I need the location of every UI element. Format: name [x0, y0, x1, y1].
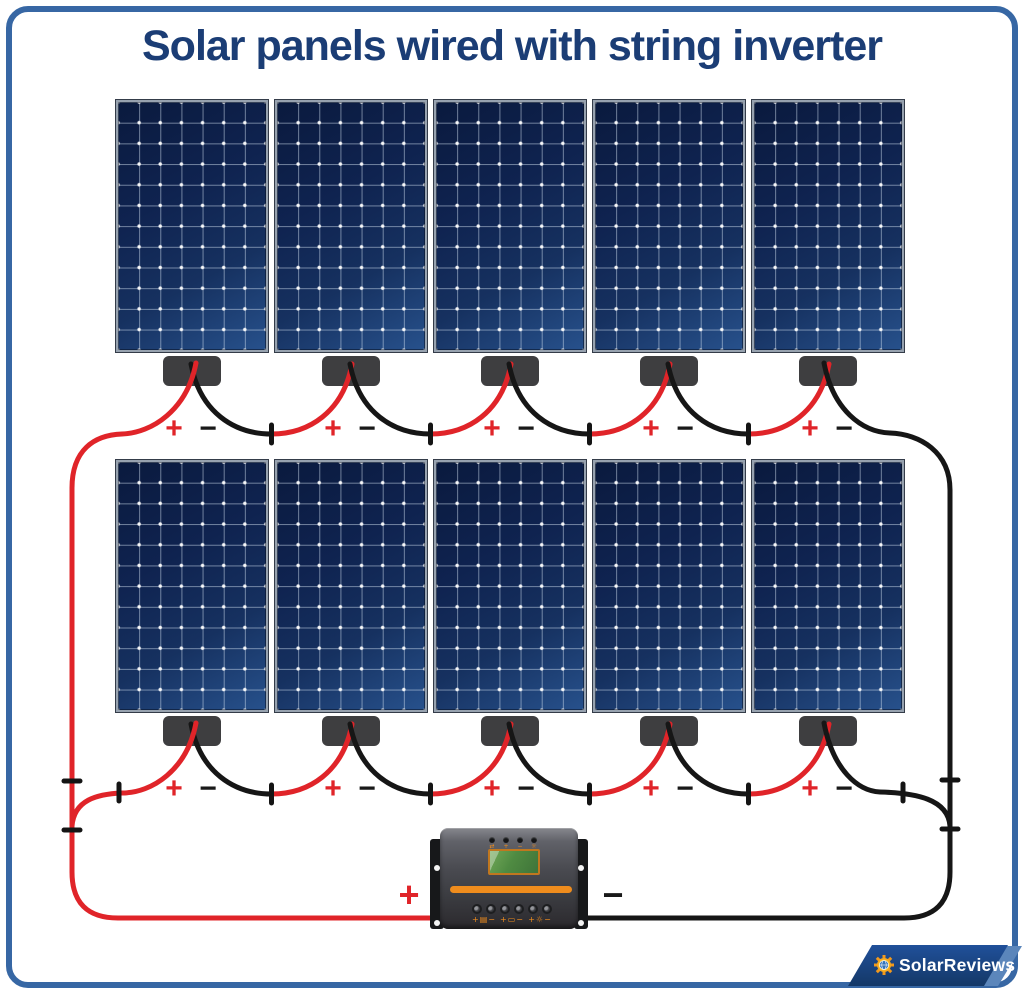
screw-hole	[578, 865, 584, 871]
positive-wire	[69, 720, 199, 829]
solar-panel	[275, 100, 427, 352]
lcd-screen	[488, 849, 540, 875]
polarity-minus-label: −	[199, 772, 217, 805]
polarity-minus-label: −	[358, 772, 376, 805]
positive-wire	[587, 721, 673, 797]
string-inverter: ⇄ + − ☼ +▤− +▭− +☼−	[428, 826, 590, 932]
screw-hole	[578, 920, 584, 926]
positive-wire	[269, 721, 355, 797]
inverter-negative-label: −	[602, 874, 624, 915]
status-led	[531, 837, 537, 843]
polarity-minus-label: −	[676, 772, 694, 805]
polarity-plus-label: +	[801, 772, 819, 805]
solar-panel	[116, 100, 268, 352]
plus-icon: +	[503, 843, 509, 850]
status-led	[517, 837, 523, 843]
negative-wire	[188, 361, 274, 437]
polarity-plus-label: +	[483, 412, 501, 445]
arrows-icon: ⇄	[489, 843, 495, 850]
inverter-positive-label: +	[398, 874, 420, 915]
solar-panel	[275, 460, 427, 712]
logo-banner	[848, 945, 1008, 986]
polarity-plus-label: +	[165, 772, 183, 805]
polarity-plus-label: +	[324, 412, 342, 445]
terminal-screw	[514, 904, 524, 914]
polarity-plus-label: +	[642, 412, 660, 445]
positive-wire	[587, 361, 673, 437]
screw-hole	[434, 920, 440, 926]
negative-bus-wire	[584, 360, 953, 921]
battery-terminal-icon: +▭−	[500, 915, 524, 924]
bulb-icon: ☼	[531, 843, 537, 850]
polarity-plus-label: +	[642, 772, 660, 805]
positive-wire	[746, 361, 832, 437]
solar-panel	[434, 460, 586, 712]
positive-wire	[746, 721, 832, 797]
terminal-screw	[500, 904, 510, 914]
terminal-screw	[472, 904, 482, 914]
terminal-screw	[542, 904, 552, 914]
polarity-plus-label: +	[324, 772, 342, 805]
positive-wire	[428, 361, 514, 437]
solar-panel	[434, 100, 586, 352]
negative-wire	[506, 721, 592, 797]
solar-panel	[752, 460, 904, 712]
polarity-plus-label: +	[165, 412, 183, 445]
solarreviews-logo: SolarReviews	[848, 945, 1022, 986]
polarity-minus-label: −	[517, 772, 535, 805]
screw-hole	[434, 865, 440, 871]
solar-panel	[593, 460, 745, 712]
negative-wire	[665, 721, 751, 797]
status-led	[503, 837, 509, 843]
logo-text: SolarReviews	[899, 955, 1015, 975]
polarity-minus-label: −	[517, 412, 535, 445]
accent-stripe	[450, 886, 572, 893]
solar-panel	[116, 460, 268, 712]
positive-wire	[428, 721, 514, 797]
negative-wire	[347, 361, 433, 437]
solar-panel	[752, 100, 904, 352]
polarity-plus-label: +	[801, 412, 819, 445]
status-led	[489, 837, 495, 843]
negative-wire	[821, 720, 953, 829]
pv-terminal-icon: +▤−	[472, 915, 496, 924]
terminal-screw	[486, 904, 496, 914]
inverter-body: ⇄ + − ☼ +▤− +▭− +☼−	[440, 828, 578, 929]
negative-wire	[188, 721, 274, 797]
positive-bus-wire	[69, 360, 436, 921]
polarity-minus-label: −	[199, 412, 217, 445]
polarity-plus-label: +	[483, 772, 501, 805]
solar-panel	[593, 100, 745, 352]
positive-wire	[269, 361, 355, 437]
load-terminal-icon: +☼−	[528, 915, 552, 924]
polarity-minus-label: −	[358, 412, 376, 445]
polarity-minus-label: −	[835, 772, 853, 805]
polarity-minus-label: −	[676, 412, 694, 445]
negative-wire	[506, 361, 592, 437]
negative-wire	[665, 361, 751, 437]
sun-icon	[874, 955, 894, 975]
terminal-screw	[528, 904, 538, 914]
polarity-minus-label: −	[835, 412, 853, 445]
minus-icon: −	[517, 843, 523, 850]
negative-wire	[347, 721, 433, 797]
page-title: Solar panels wired with string inverter	[142, 22, 883, 70]
